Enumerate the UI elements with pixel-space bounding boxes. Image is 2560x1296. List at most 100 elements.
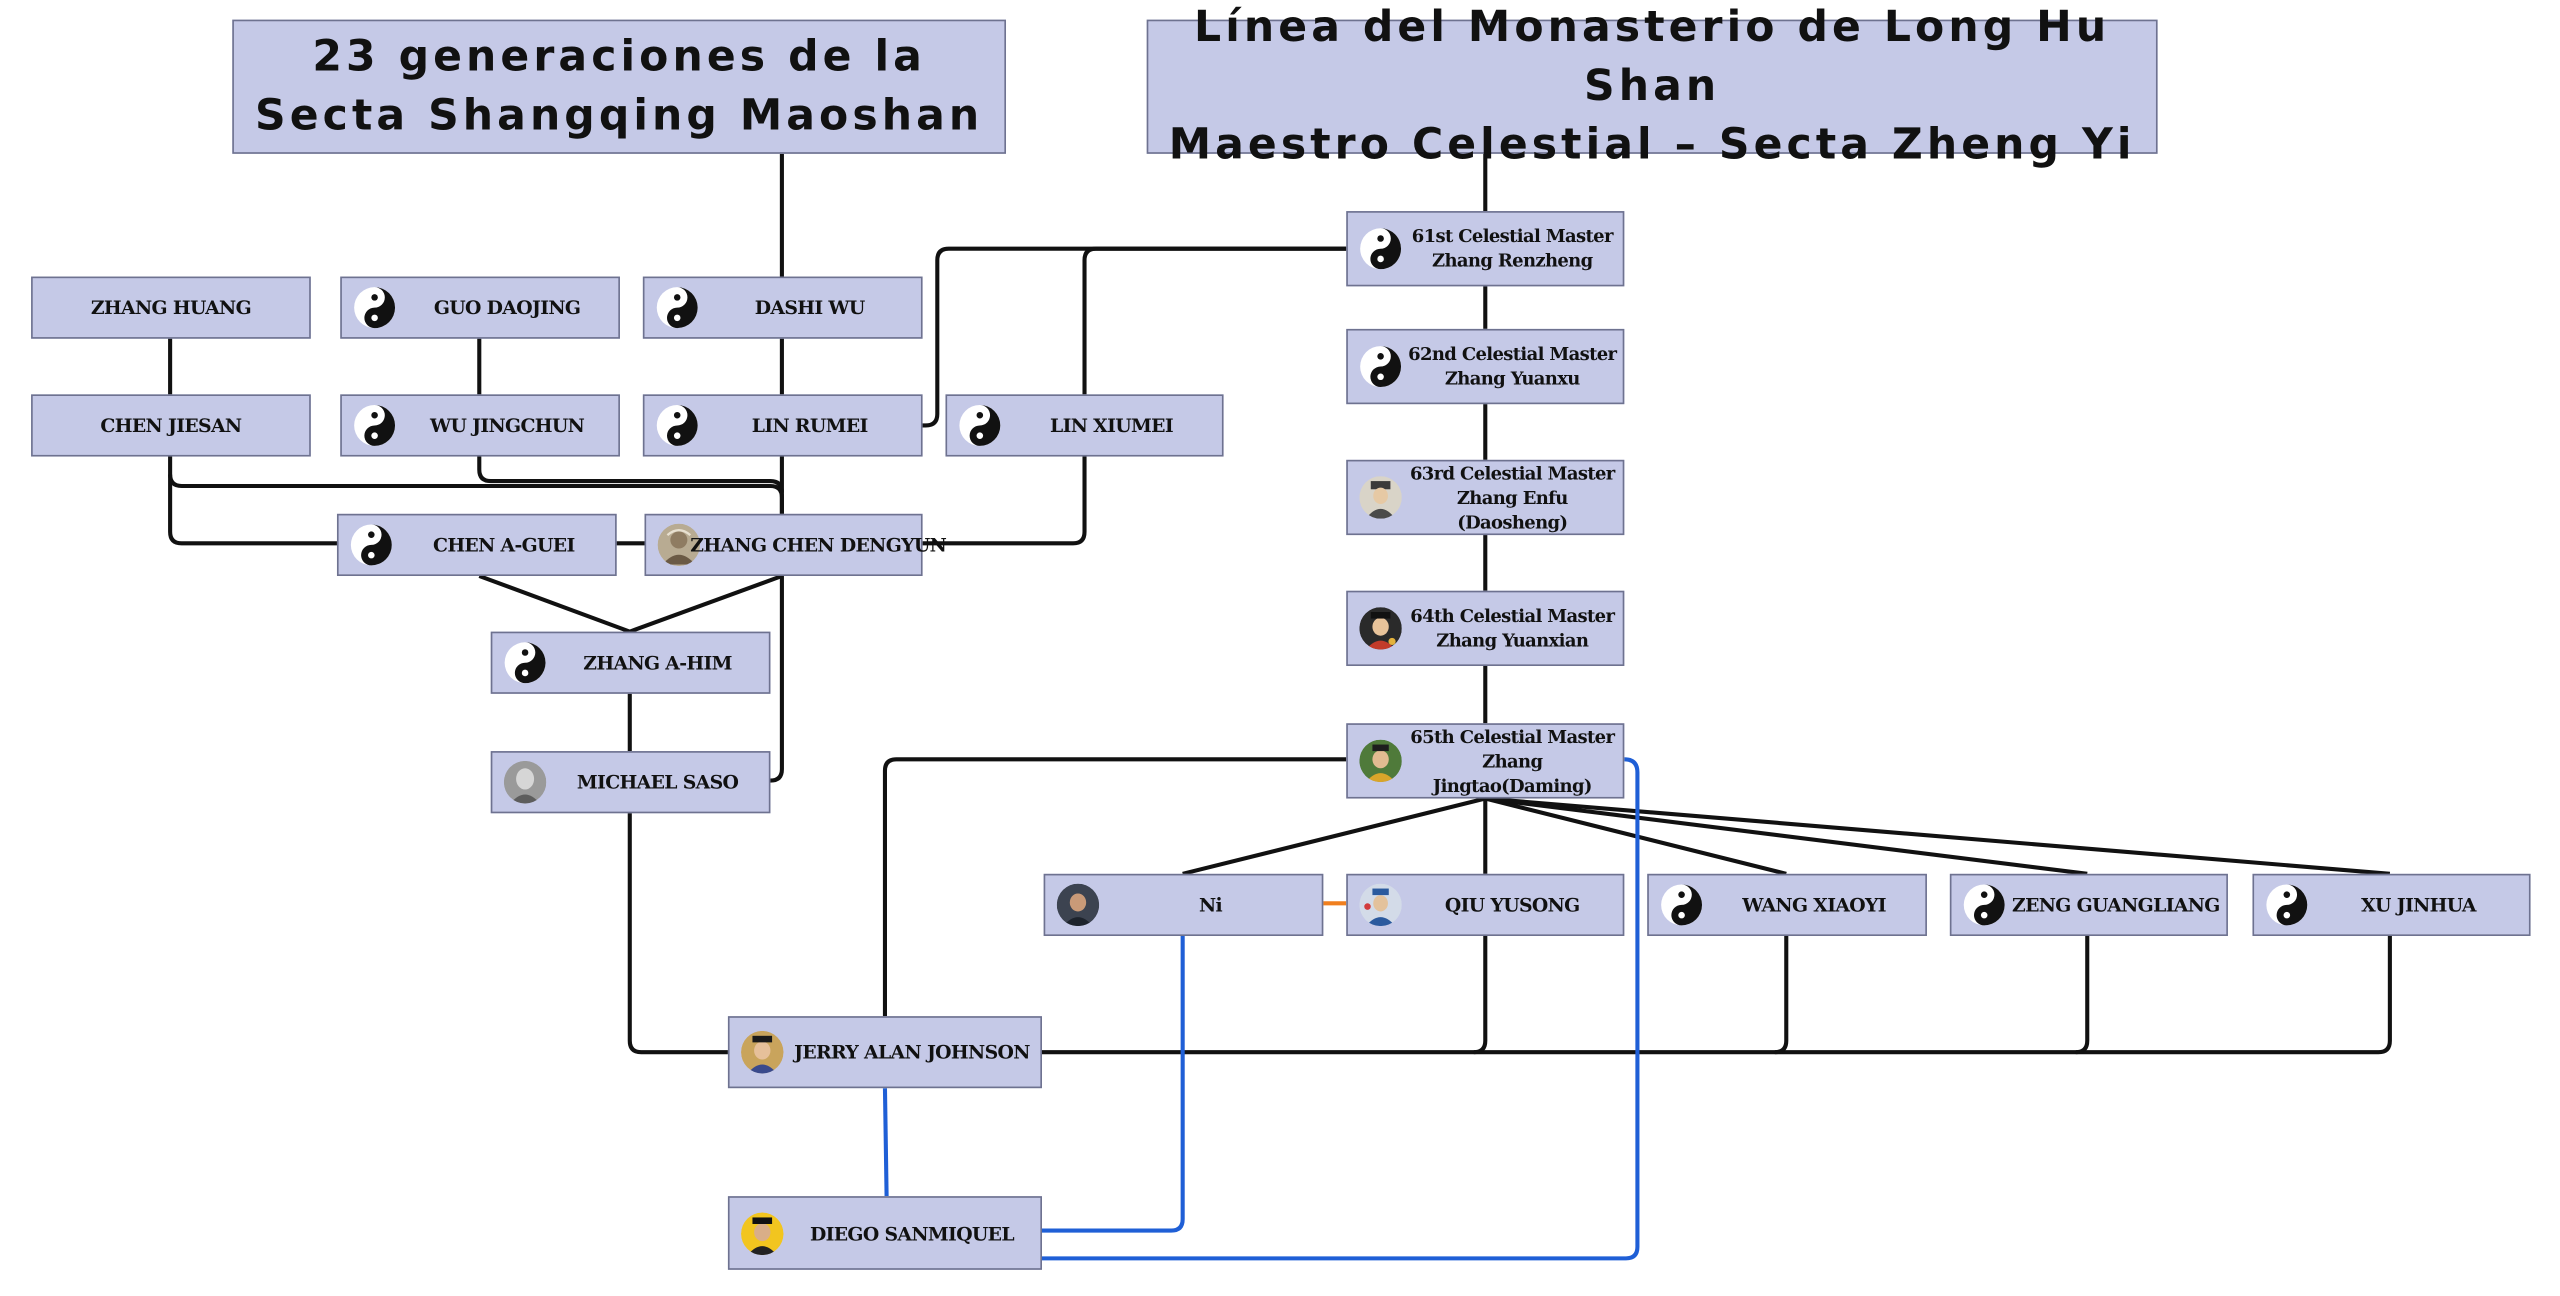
yin-yang-icon xyxy=(656,404,699,447)
connector xyxy=(882,1088,889,1197)
connector xyxy=(882,757,1347,1017)
node-label: LIN RUMEI xyxy=(751,413,869,437)
node-chen-jiesan: CHEN JIESAN xyxy=(31,394,311,457)
connector xyxy=(478,574,631,634)
connector xyxy=(1082,246,1347,395)
node-62nd-celestial-master: 62nd Celestial Master Zhang Yuanxu xyxy=(1346,328,1625,405)
node-label: WANG XIAOYI xyxy=(1742,893,1886,917)
connector xyxy=(922,454,1087,546)
connector xyxy=(1041,935,2392,1055)
node-label: ZHANG A-HIM xyxy=(583,651,732,675)
node-label: 61st Celestial Master Zhang Renzheng xyxy=(1402,224,1623,273)
node-label-line: Zhang Renzheng xyxy=(1431,250,1593,272)
node-63rd-celestial-master: 63rd Celestial Master Zhang Enfu (Daoshe… xyxy=(1346,459,1625,536)
node-65th-celestial-master: 65th Celestial Master Zhang Jingtao(Dami… xyxy=(1346,723,1625,799)
node-61st-celestial-master: 61st Celestial Master Zhang Renzheng xyxy=(1346,211,1625,287)
node-label: GUO DAOJING xyxy=(433,296,581,320)
connector xyxy=(1485,796,2088,876)
node-label: 64th Celestial Master Zhang Yuanxian xyxy=(1402,604,1623,653)
title-shangqing-maoshan: 23 generaciones de la Secta Shangqing Ma… xyxy=(232,19,1007,154)
node-label-line: Zhang Yuanxian xyxy=(1436,629,1589,652)
title-line: Secta Shangqing Maoshan xyxy=(255,91,984,141)
yin-yang-icon xyxy=(1359,227,1402,270)
connector xyxy=(1485,796,2391,876)
title-line: 23 generaciones de la xyxy=(312,32,926,82)
node-label: ZHANG HUANG xyxy=(90,296,252,320)
node-label: LIN XIUMEI xyxy=(1050,413,1174,437)
node-qiu-yusong: QIU YUSONG xyxy=(1346,873,1625,936)
yin-yang-icon xyxy=(1660,884,1703,927)
node-label: JERRY ALAN JOHNSON xyxy=(794,1040,1030,1064)
connector xyxy=(1182,796,1486,876)
portrait-icon xyxy=(1359,476,1402,519)
node-label: CHEN JIESAN xyxy=(100,413,242,437)
node-label: 65th Celestial Master Zhang Jingtao(Dami… xyxy=(1402,724,1623,798)
node-label: ZHANG CHEN DENGYUN xyxy=(690,533,947,557)
node-label: QIU YUSONG xyxy=(1444,893,1580,917)
portrait-icon xyxy=(741,1030,784,1074)
node-label: 62nd Celestial Master Zhang Yuanxu xyxy=(1402,342,1623,391)
connector xyxy=(1041,935,1185,1233)
connector xyxy=(1041,757,1640,1261)
node-wu-jingchun: WU JINGCHUN xyxy=(340,394,620,457)
portrait-icon xyxy=(657,523,701,567)
yin-yang-icon xyxy=(1359,345,1402,388)
node-label-line: Zhang Jingtao(Daming) xyxy=(1432,750,1593,797)
node-label: 63rd Celestial Master Zhang Enfu (Daoshe… xyxy=(1402,461,1623,535)
title-zheng-yi: Línea del Monasterio de Long Hu Shan Mae… xyxy=(1146,3,2158,170)
yin-yang-icon xyxy=(353,286,396,329)
node-label-line: 62nd Celestial Master xyxy=(1408,343,1617,365)
connector xyxy=(770,575,784,783)
portrait-icon xyxy=(1359,607,1402,650)
node-label-line: Zhang Enfu (Daosheng) xyxy=(1456,486,1569,533)
node-label-line: 65th Celestial Master xyxy=(1410,725,1615,747)
node-ni: Ni xyxy=(1043,873,1324,936)
title-line: Línea del Monasterio de Long Hu Shan xyxy=(1194,3,2111,112)
yin-yang-icon xyxy=(353,404,396,447)
node-diego-sanmiquel: DIEGO SANMIQUEL xyxy=(727,1196,1042,1270)
connector xyxy=(1774,935,1789,1055)
yin-yang-icon xyxy=(656,286,699,329)
node-label: WU JINGCHUN xyxy=(429,413,585,437)
node-michael-saso: MICHAEL SASO xyxy=(490,751,771,814)
node-jerry-alan-johnson: JERRY ALAN JOHNSON xyxy=(727,1016,1042,1089)
connector xyxy=(629,574,783,634)
node-label-line: 61st Celestial Master xyxy=(1411,225,1614,248)
connector xyxy=(919,246,1347,428)
node-label-line: 64th Celestial Master xyxy=(1410,605,1615,627)
portrait-icon xyxy=(741,1211,784,1255)
node-zhang-huang: ZHANG HUANG xyxy=(31,276,311,339)
portrait-icon xyxy=(1359,883,1402,927)
yin-yang-icon xyxy=(504,641,547,684)
connector xyxy=(168,454,784,516)
yin-yang-icon xyxy=(1963,884,2006,927)
portrait-icon xyxy=(503,760,547,804)
node-label: MICHAEL SASO xyxy=(576,770,739,794)
yin-yang-icon xyxy=(959,404,1002,447)
node-zhang-chen-dengyun: ZHANG CHEN DENGYUN xyxy=(644,513,947,576)
node-label-line: Zhang Yuanxu xyxy=(1444,368,1581,390)
portrait-icon xyxy=(1056,883,1100,927)
node-label: Ni xyxy=(1198,893,1223,917)
node-label: DASHI WU xyxy=(754,296,866,320)
node-lin-rumei: LIN RUMEI xyxy=(642,394,923,457)
yin-yang-icon xyxy=(2266,884,2309,927)
connector xyxy=(627,811,728,1055)
node-xu-jinhua: XU JINHUA xyxy=(2252,873,2531,936)
node-label-line: 63rd Celestial Master xyxy=(1409,462,1615,484)
node-dashi-wu: DASHI WU xyxy=(642,276,923,339)
portrait-icon xyxy=(1359,739,1402,783)
connector xyxy=(168,474,337,546)
node-label: XU JINHUA xyxy=(2361,893,2476,917)
node-zhang-a-him: ZHANG A-HIM xyxy=(490,631,771,694)
yin-yang-icon xyxy=(350,524,393,567)
node-label: CHEN A-GUEI xyxy=(432,533,575,557)
node-zeng-guangliang: ZENG GUANGLIANG xyxy=(1949,873,2228,936)
connector xyxy=(1473,935,1488,1055)
node-guo-daojing: GUO DAOJING xyxy=(340,276,620,339)
node-label: ZENG GUANGLIANG xyxy=(2012,893,2220,917)
connector xyxy=(2075,935,2090,1055)
node-chen-a-guei: CHEN A-GUEI xyxy=(336,513,617,576)
